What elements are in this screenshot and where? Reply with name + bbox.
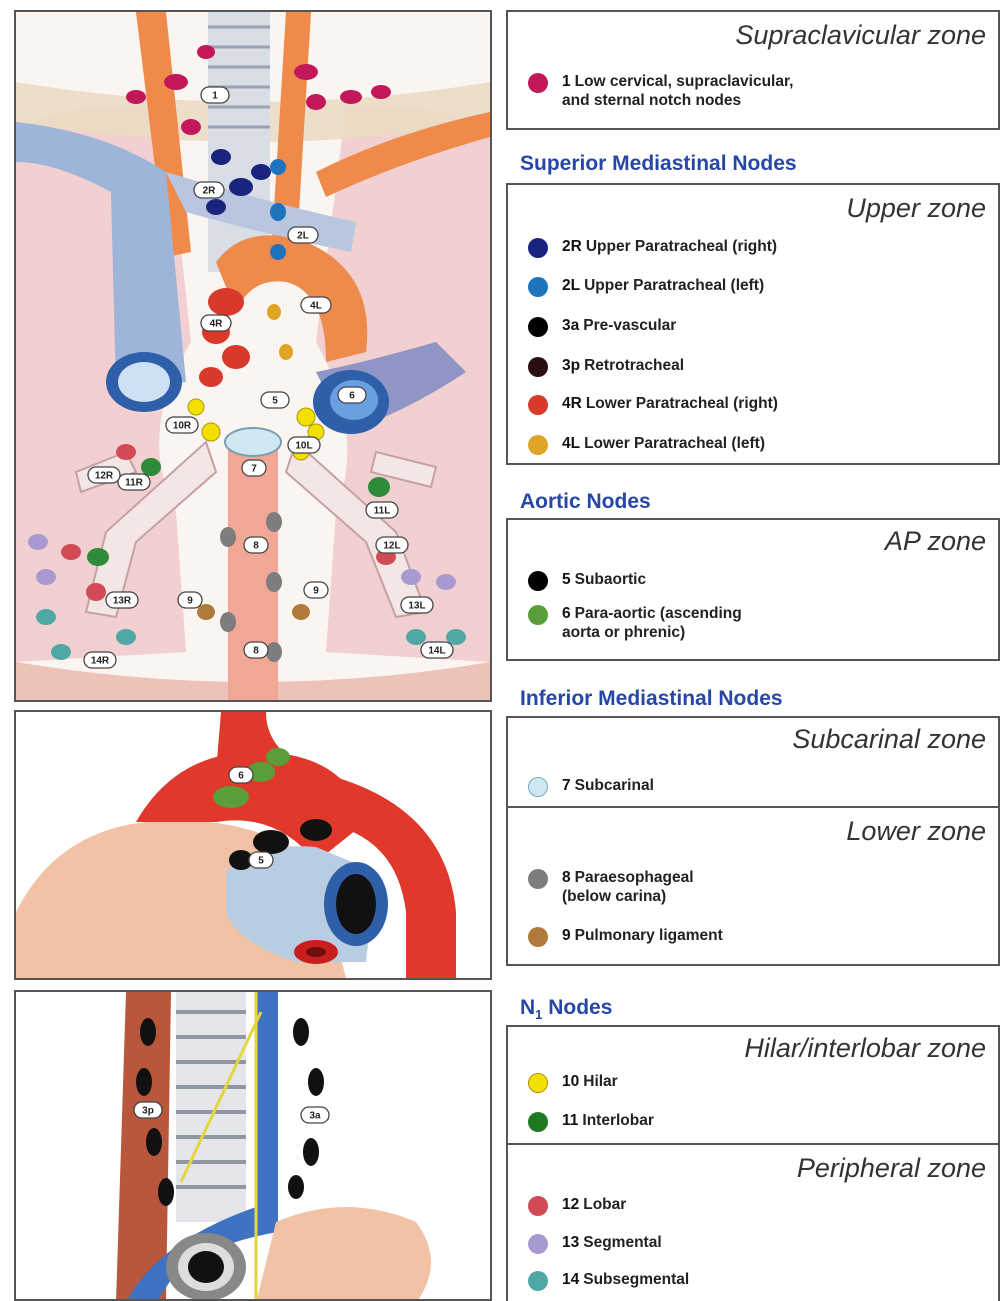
tag-8-lower: 8 [253, 646, 259, 657]
tag-12r: 12R [95, 471, 114, 482]
station-14-swatch [528, 1271, 548, 1291]
station-9-swatch [528, 927, 548, 947]
tag-7: 7 [251, 464, 257, 475]
mediastinum-anterior-illustration: 1 2R 2L 4R 4L 5 6 10R 10L 11R 11L 12R 12… [14, 10, 492, 702]
station-11-swatch [528, 1112, 548, 1132]
hilar-interlobar-zone-title: Hilar/interlobar zone [744, 1033, 986, 1064]
subcarinal-zone-title: Subcarinal zone [792, 724, 986, 755]
tag-14r: 14R [91, 656, 110, 667]
tag-9-right: 9 [187, 596, 193, 607]
tag-12l: 12L [383, 541, 400, 552]
station-12-swatch [528, 1196, 548, 1216]
tag-10l: 10L [295, 441, 312, 452]
station-13-swatch [528, 1234, 548, 1254]
tag-4r: 4R [210, 319, 224, 330]
station-3p-swatch [528, 357, 548, 377]
station-2l-swatch [528, 277, 548, 297]
station-5-swatch [528, 571, 548, 591]
ap-zone-title: AP zone [885, 526, 986, 557]
superior-mediastinal-title: Superior Mediastinal Nodes [520, 152, 797, 176]
station-4l-swatch [528, 435, 548, 455]
aortic-tag-5: 5 [258, 856, 264, 867]
lateral-view-illustration: 3p 3a [14, 990, 492, 1301]
lateral-tag-3a: 3a [309, 1111, 321, 1122]
upper-zone-title: Upper zone [846, 193, 986, 224]
station-10-swatch [528, 1073, 548, 1093]
zone-divider [508, 1143, 998, 1145]
tag-11l: 11L [374, 506, 391, 517]
aortic-tag-6: 6 [238, 771, 244, 782]
station-8-swatch [528, 869, 548, 889]
station-7-swatch [528, 777, 548, 797]
tag-6: 6 [349, 391, 355, 402]
station-4r-swatch [528, 395, 548, 415]
station-6-swatch [528, 605, 548, 625]
tag-2l: 2L [297, 231, 309, 242]
aortic-arch-illustration: 6 5 [14, 710, 492, 980]
tag-13l: 13L [408, 601, 425, 612]
supraclavicular-zone-title: Supraclavicular zone [735, 20, 986, 51]
station-3a-swatch [528, 317, 548, 337]
n1-nodes-title: N1 Nodes [520, 996, 612, 1022]
tag-10r: 10R [173, 421, 192, 432]
lateral-tag-3p: 3p [142, 1106, 154, 1117]
peripheral-zone-title: Peripheral zone [797, 1153, 986, 1184]
station-2r-swatch [528, 238, 548, 258]
zone-divider [508, 806, 998, 808]
tag-13r: 13R [113, 596, 132, 607]
tag-5: 5 [272, 396, 278, 407]
tag-9-left: 9 [313, 586, 319, 597]
station-1-swatch [528, 73, 548, 93]
tag-1: 1 [212, 91, 218, 102]
aortic-nodes-title: Aortic Nodes [520, 490, 651, 514]
inferior-mediastinal-title: Inferior Mediastinal Nodes [520, 687, 783, 711]
tag-4l: 4L [310, 301, 322, 312]
lower-zone-title: Lower zone [846, 816, 986, 847]
tag-11r: 11R [125, 478, 144, 489]
tag-8-upper: 8 [253, 541, 259, 552]
tag-14l: 14L [428, 646, 445, 657]
tag-2r: 2R [203, 186, 217, 197]
